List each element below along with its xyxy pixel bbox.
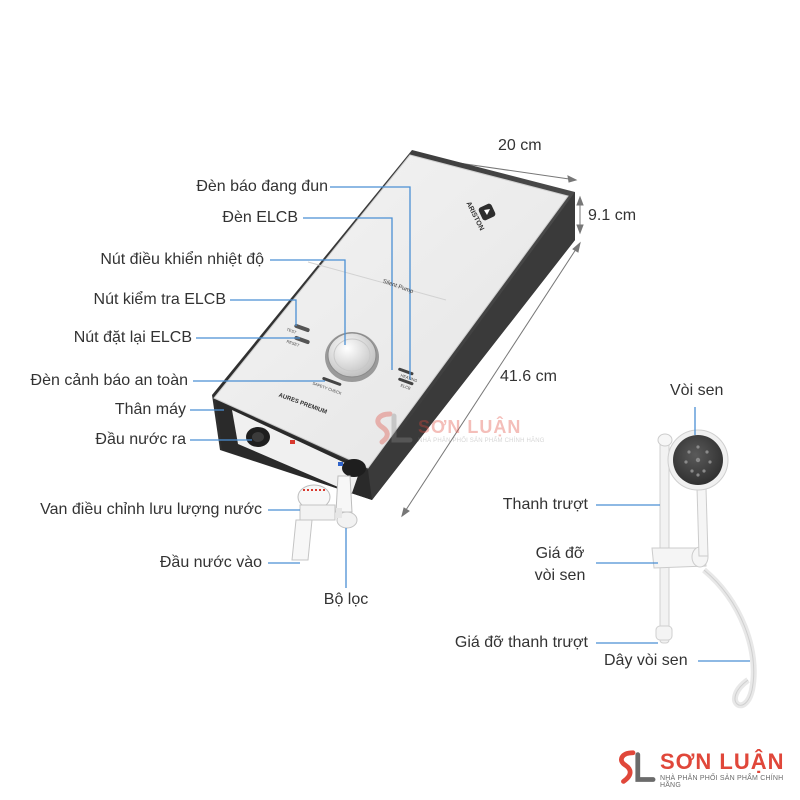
son-luan-logo-icon xyxy=(375,411,413,445)
label-elcb-light: Đèn ELCB xyxy=(222,209,298,226)
label-water-out: Đầu nước ra xyxy=(95,431,186,448)
flow-valve-assembly xyxy=(291,475,358,561)
label-bar-bracket: Giá đỡ thanh trượt xyxy=(454,634,588,651)
label-slide-bar: Thanh trượt xyxy=(502,496,588,513)
label-temp-knob: Nút điều khiển nhiệt độ xyxy=(100,251,264,268)
label-holder-line1: Giá đỡ xyxy=(535,545,585,562)
dimension-lines xyxy=(401,153,584,518)
label-shower-head: Vòi sen xyxy=(670,382,724,399)
watermark-corner: SƠN LUẬN NHÀ PHÂN PHỐI SẢN PHẨM CHÍNH HÃ… xyxy=(612,748,800,790)
label-elcb-reset: Nút đặt lại ELCB xyxy=(73,329,192,346)
label-safety-light: Đèn cảnh báo an toàn xyxy=(30,372,188,389)
label-flow-valve: Van điều chỉnh lưu lượng nước xyxy=(40,501,262,518)
shower-set xyxy=(651,429,757,709)
watermark-center-name: SƠN LUẬN xyxy=(418,416,522,437)
son-luan-corner-logo-icon xyxy=(619,750,656,784)
watermark-corner-tagline: NHÀ PHÂN PHỐI SẢN PHẨM CHÍNH HÃNG xyxy=(659,775,784,789)
label-filter: Bộ lọc xyxy=(323,591,369,608)
watermark-corner-name: SƠN LUẬN xyxy=(659,749,785,774)
dimension-width: 20 cm xyxy=(498,137,542,154)
label-heating-light: Đèn báo đang đun xyxy=(196,178,328,195)
label-water-in: Đầu nước vào xyxy=(159,554,262,571)
label-elcb-test: Nút kiểm tra ELCB xyxy=(93,291,226,308)
dimension-depth: 9.1 cm xyxy=(588,207,637,224)
watermark-center: SƠN LUẬN NHÀ PHÂN PHỐI SẢN PHẨM CHÍNH HÃ… xyxy=(368,410,545,450)
watermark-center-tagline: NHÀ PHÂN PHỐI SẢN PHẨM CHÍNH HÃNG xyxy=(418,437,545,444)
label-hose: Dây vòi sen xyxy=(604,652,688,669)
dimension-height: 41.6 cm xyxy=(500,368,557,385)
label-holder-line2: vòi sen xyxy=(534,567,586,584)
water-heater xyxy=(212,150,575,500)
label-body: Thân máy xyxy=(114,401,186,418)
leader-lines xyxy=(190,186,750,662)
